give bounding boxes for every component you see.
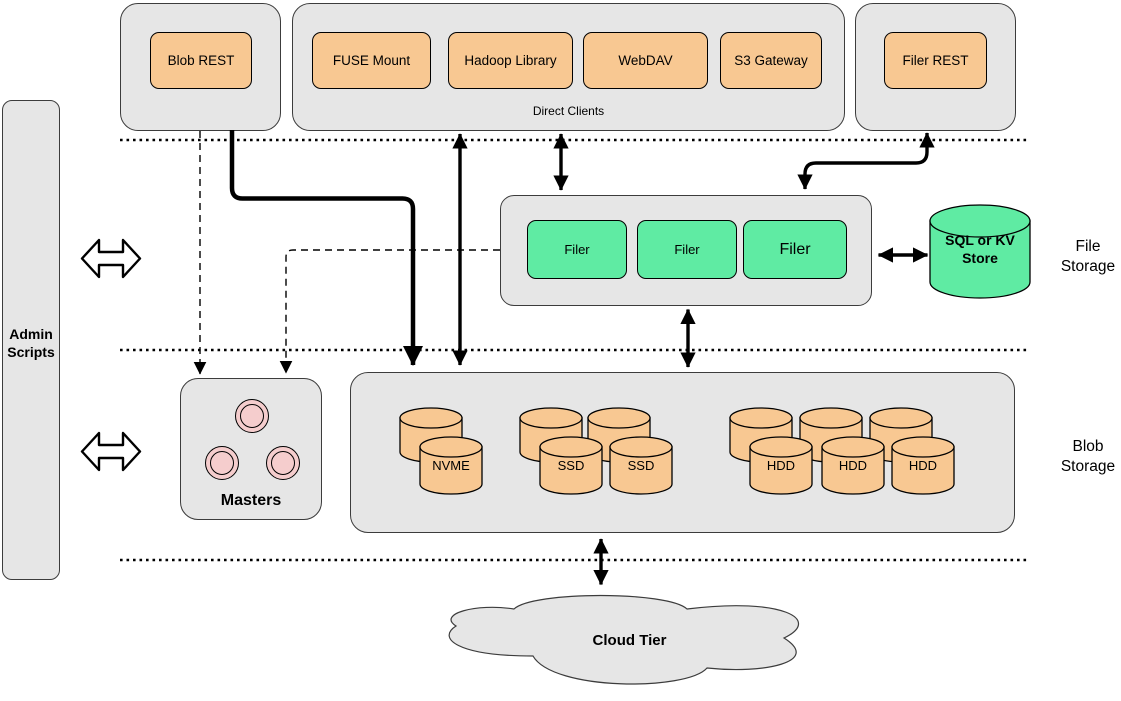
file-storage-section-label: File Storage [1060, 238, 1116, 275]
filer-label: Filer [674, 242, 700, 257]
filer-label: Filer [779, 240, 811, 258]
cloud-tier-shape [448, 594, 799, 685]
nvme-label: NVME [432, 458, 470, 473]
ssd-label: SSD [627, 458, 655, 473]
webdav-label: WebDAV [618, 53, 673, 68]
hdd-cylinder-icon [821, 436, 885, 495]
arrow-filerrest-to-filers [797, 132, 935, 190]
arrow-blobrest-to-blobstorage [229, 130, 424, 367]
hdd-cylinder-icon [891, 436, 955, 495]
hollow-arrow-admin-file-storage-icon [80, 238, 142, 279]
hollow-arrow-admin-blob-storage-icon [80, 431, 142, 472]
hdd-label: HDD [908, 458, 938, 473]
filer-rest-label: Filer REST [902, 53, 969, 68]
blob-storage-section-label: Blob Storage [1060, 438, 1116, 475]
ssd-cylinder-icon [539, 436, 603, 495]
blob-rest-box: Blob REST [150, 32, 252, 89]
blob-rest-label: Blob REST [167, 53, 235, 68]
admin-scripts-panel: Admin Scripts [2, 100, 60, 580]
master-node-icon [205, 446, 239, 480]
admin-scripts-label: Admin Scripts [7, 326, 55, 360]
filer-box-3: Filer [743, 220, 847, 279]
hdd-label: HDD [766, 458, 796, 473]
nvme-cylinder-icon [419, 436, 483, 495]
masters-container: Masters [180, 378, 322, 520]
hadoop-library-box: Hadoop Library [448, 32, 573, 89]
hadoop-library-label: Hadoop Library [464, 53, 557, 68]
s3-gateway-label: S3 Gateway [734, 53, 808, 68]
direct-clients-caption: Direct Clients [532, 104, 605, 118]
ssd-label: SSD [557, 458, 585, 473]
fuse-mount-label: FUSE Mount [332, 53, 411, 68]
filer-label: Filer [564, 242, 590, 257]
filer-rest-box: Filer REST [884, 32, 987, 89]
fuse-mount-box: FUSE Mount [312, 32, 431, 89]
webdav-box: WebDAV [583, 32, 708, 89]
sql-kv-store-cylinder-icon [929, 204, 1031, 299]
master-node-icon [266, 446, 300, 480]
filer-box-1: Filer [527, 220, 627, 279]
ssd-cylinder-icon [609, 436, 673, 495]
master-node-icon [235, 399, 269, 433]
filer-box-2: Filer [637, 220, 737, 279]
sql-kv-store-label: SQL or KV Store [945, 232, 1015, 266]
masters-label: Masters [220, 492, 282, 509]
dashed-arrow-filers-to-masters [279, 249, 500, 374]
hdd-label: HDD [838, 458, 868, 473]
cloud-tier-label: Cloud Tier [592, 632, 667, 649]
hdd-cylinder-icon [749, 436, 813, 495]
s3-gateway-box: S3 Gateway [720, 32, 822, 89]
